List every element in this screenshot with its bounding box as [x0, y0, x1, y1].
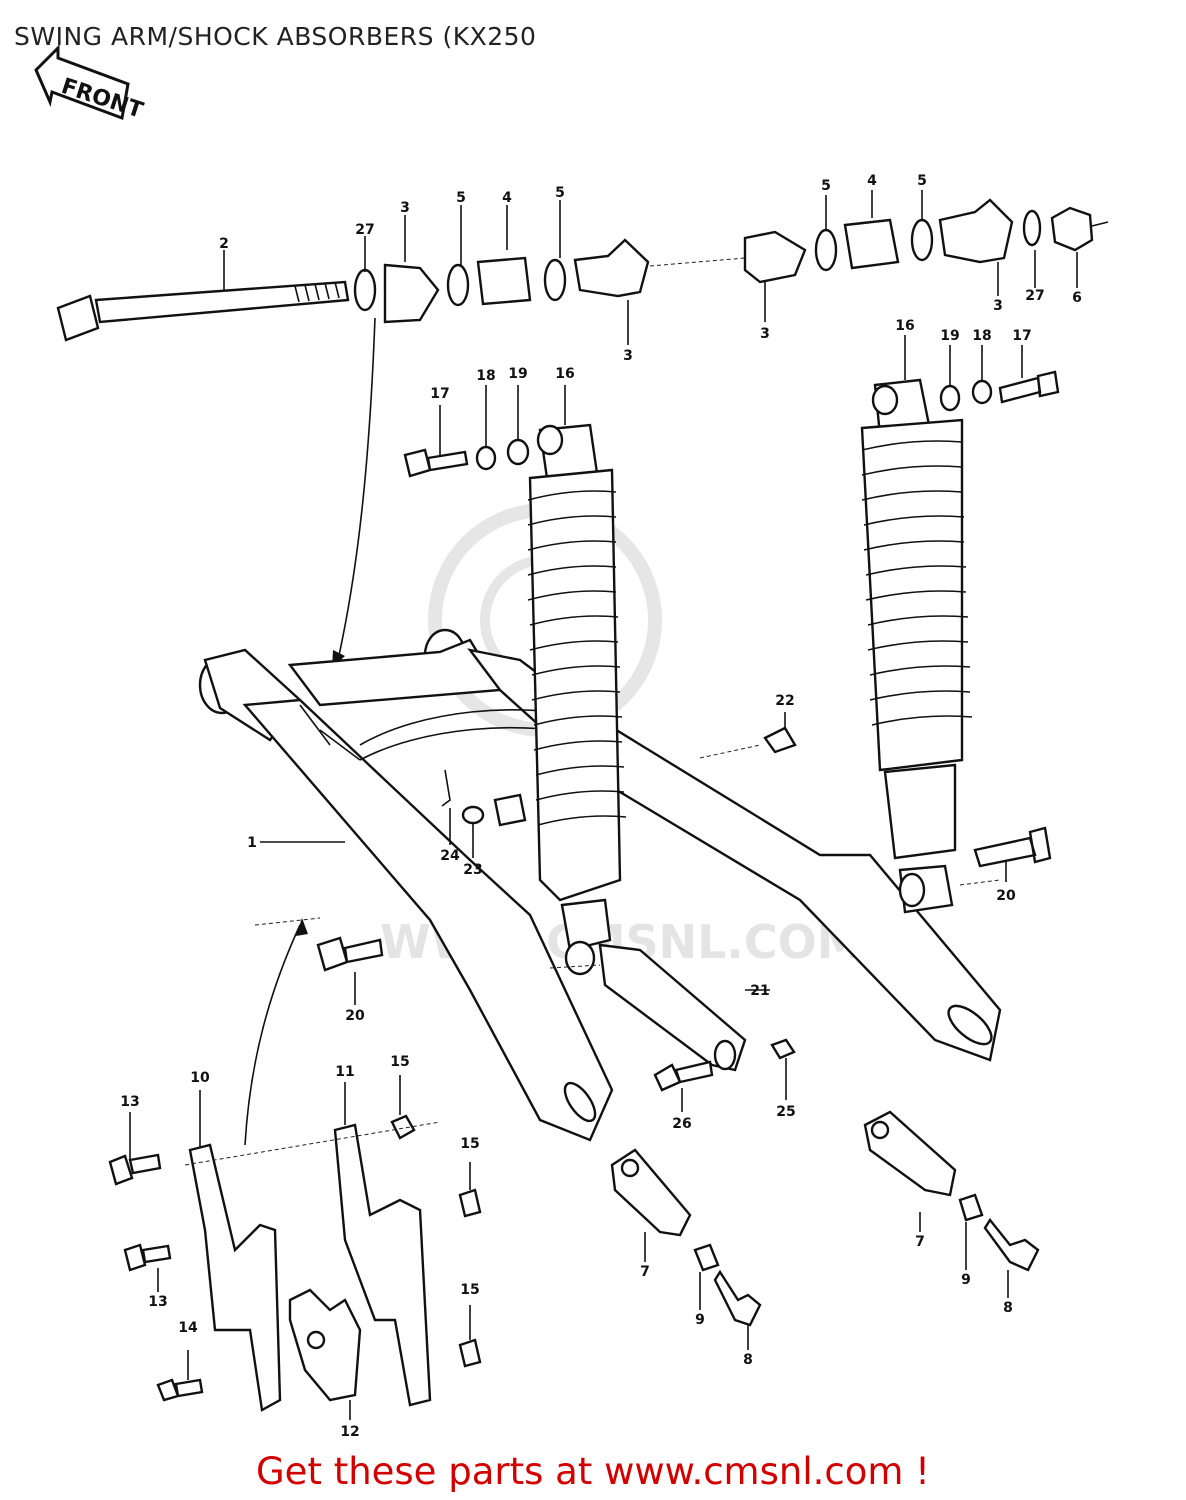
callout-14: 14 [178, 1320, 198, 1336]
callout-5: 5 [821, 178, 831, 194]
callout-3: 3 [623, 348, 633, 364]
front-arrow-icon: FRONT [34, 44, 146, 124]
nut-15-b [458, 1188, 482, 1218]
ring-5-c [814, 228, 838, 272]
bolt-20-left [316, 936, 384, 972]
callout-5: 5 [456, 190, 466, 206]
callout-21: 21 [750, 983, 769, 999]
callout-3: 3 [993, 298, 1003, 314]
callout-15: 15 [460, 1136, 479, 1152]
bolt-13-b [123, 1243, 172, 1272]
bolt-26 [653, 1060, 714, 1092]
nut-15-c [458, 1338, 482, 1368]
callout-3: 3 [760, 326, 770, 342]
bolt-8-left [713, 1269, 762, 1327]
diagram-title: SWING ARM/SHOCK ABSORBERS (KX250 [14, 22, 537, 51]
callout-7: 7 [915, 1234, 925, 1250]
bushing-4-right [843, 218, 900, 270]
chain-adjuster-11 [333, 1123, 432, 1407]
nut-6 [1050, 206, 1094, 252]
bushing-4-left [476, 256, 532, 306]
bracket-link [493, 793, 527, 827]
bolt-13-a [108, 1153, 162, 1186]
callout-24: 24 [440, 848, 460, 864]
callout-19: 19 [940, 328, 959, 344]
nut-18-left [475, 445, 497, 471]
washer-19-right [939, 384, 961, 412]
callout-20: 20 [996, 888, 1016, 904]
cotter-pin-24 [441, 769, 451, 807]
tension-rod-21 [598, 943, 747, 1072]
collar-3-mid [573, 238, 650, 298]
callout-17: 17 [430, 386, 449, 402]
bolt-22 [763, 726, 797, 754]
callout-27: 27 [355, 222, 374, 238]
callout-15: 15 [390, 1054, 409, 1070]
callout-22: 22 [775, 693, 794, 709]
ring-5-b [543, 258, 567, 302]
callout-4: 4 [502, 190, 512, 206]
washer-23 [461, 805, 485, 825]
chain-adjuster-10 [188, 1143, 282, 1412]
callout-19: 19 [508, 366, 527, 382]
nut-18-right [971, 379, 993, 405]
nut-9-right [958, 1193, 984, 1222]
callout-12: 12 [340, 1424, 359, 1440]
washer-27-right [1022, 209, 1042, 247]
part-callouts: 2 27 3 5 4 5 3 5 4 5 3 3 27 6 16 19 18 1… [120, 173, 1082, 1440]
bolt-20-right [973, 826, 1052, 868]
callout-17: 17 [1012, 328, 1031, 344]
callout-25: 25 [776, 1104, 795, 1120]
callout-16: 16 [555, 366, 574, 382]
ring-5-a [446, 263, 470, 307]
callout-18: 18 [476, 368, 495, 384]
callout-13: 13 [120, 1094, 139, 1110]
callout-9: 9 [695, 1312, 705, 1328]
callout-9: 9 [961, 1272, 971, 1288]
shock-absorber-right [860, 378, 973, 914]
callout-5: 5 [555, 185, 565, 201]
callout-10: 10 [190, 1070, 210, 1086]
callout-8: 8 [1003, 1300, 1013, 1316]
callout-23: 23 [463, 862, 482, 878]
callout-13: 13 [148, 1294, 167, 1310]
callout-11: 11 [335, 1064, 354, 1080]
callout-5: 5 [917, 173, 927, 189]
pivot-bolt [56, 280, 350, 342]
callout-2: 2 [219, 236, 229, 252]
nut-25 [770, 1038, 796, 1060]
chain-guide-12 [288, 1288, 362, 1402]
callout-1: 1 [247, 835, 257, 851]
collar-3-right-b [938, 198, 1014, 264]
callout-15: 15 [460, 1282, 479, 1298]
callout-6: 6 [1072, 290, 1082, 306]
washer-27-left [353, 268, 377, 312]
callout-4: 4 [867, 173, 877, 189]
callout-26: 26 [672, 1116, 691, 1132]
callout-27: 27 [1025, 288, 1044, 304]
bolt-17-left [403, 448, 469, 478]
nut-9-left [693, 1243, 720, 1272]
callout-8: 8 [743, 1352, 753, 1368]
ring-5-d [910, 218, 934, 262]
shock-absorber-left [527, 423, 627, 976]
bolt-8-right [983, 1217, 1040, 1272]
bolt-17-right [998, 370, 1060, 404]
washer-19-left [506, 438, 530, 466]
rod-eye [713, 1039, 737, 1071]
callout-18: 18 [972, 328, 991, 344]
collar-3-right-a [743, 230, 807, 284]
callout-20: 20 [345, 1008, 365, 1024]
callout-3: 3 [400, 200, 410, 216]
bolt-14 [156, 1378, 204, 1402]
callout-7: 7 [640, 1264, 650, 1280]
nut-15-a [390, 1114, 416, 1140]
footer-link-text[interactable]: Get these parts at www.cmsnl.com ! [255, 1450, 930, 1493]
collar-3-left [383, 263, 440, 324]
callout-16: 16 [895, 318, 914, 334]
